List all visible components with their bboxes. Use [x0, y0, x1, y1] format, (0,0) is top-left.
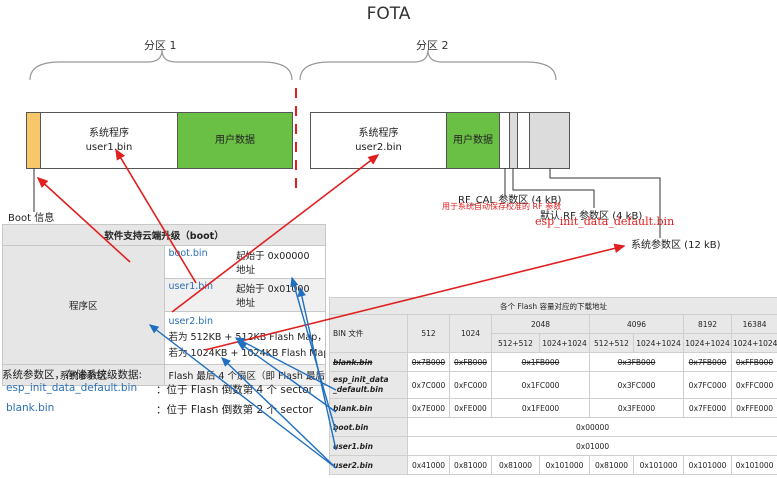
row-esp-init-name-2: _default.bin	[333, 385, 384, 394]
user2-line1: 若为 512KB + 512KB Flash Map，则起始于 0x8	[168, 332, 326, 343]
sub-2048-a: 512+512	[491, 333, 540, 353]
boot-addr: 起始于 0x00000 地址	[236, 251, 310, 276]
sub-16384: 1024+1024	[730, 333, 777, 353]
esp-init-file-desc: ：位于 Flash 倒数第 4 个 sector	[156, 384, 313, 396]
row-blank-2-name: blank.bin	[329, 398, 408, 418]
cell: 0x101000	[730, 455, 777, 475]
cell: 0x7C000	[407, 371, 450, 399]
sys-param-intro: 系统参数区，存储系统级数据:	[2, 369, 143, 381]
cell: 0x3FB000	[589, 352, 684, 372]
size-8192: 8192	[683, 314, 732, 334]
partition-1-brace	[29, 49, 293, 81]
boot-table-header: 软件支持云端升级（boot）	[2, 224, 326, 246]
system-param-label: 系统参数区 (12 kB)	[631, 240, 721, 251]
flash-table-title: 各个 Flash 容量对应的下载地址	[328, 297, 777, 315]
cell: 0x7B000	[407, 352, 450, 372]
user1-row: user1.bin 起始于 0x01000 地址	[163, 278, 326, 312]
table-row: esp_init_data _default.bin 0x7C000 0xFC0…	[329, 371, 777, 399]
cell: 0x101000	[683, 455, 732, 475]
cell: 0x101000	[539, 455, 590, 475]
boot-bin-link[interactable]: boot.bin	[168, 248, 208, 259]
cell: 0x7FE000	[683, 398, 732, 418]
size-4096: 4096	[589, 314, 684, 334]
cell: 0xFC000	[449, 371, 492, 399]
table-row: blank.bin 0x7B000 0xFB000 0x1FB000 0x3FB…	[329, 352, 777, 372]
rf-cal-label: RF_CAL 参数区 (4 kB)	[458, 195, 562, 206]
sub-8192: 1024+1024	[683, 333, 732, 353]
user2-bin-link[interactable]: user2.bin	[168, 316, 213, 327]
table-row: blank.bin 0x7E000 0xFE000 0x1FE000 0x3FE…	[329, 398, 777, 418]
flash-address-table: 各个 Flash 容量对应的下载地址 BIN 文件 512 1024 2048 …	[328, 297, 777, 475]
diagram-title: FOTA	[366, 4, 411, 24]
cell: 0xFB000	[449, 352, 492, 372]
user1-addr: 起始于 0x01000 地址	[236, 284, 310, 309]
cell: 0x101000	[633, 455, 684, 475]
table-row: user1.bin 0x01000	[329, 436, 777, 456]
row-user1-name: user1.bin	[329, 436, 408, 456]
cell: 0x3FC000	[589, 371, 684, 399]
boot-info-label: Boot 信息	[8, 213, 55, 224]
user2-line2: 若为 1024KB + 1024KB Flash Map，起始于 0x	[168, 348, 325, 359]
row-esp-init-name-1: esp_init_data	[333, 375, 389, 384]
user-data-2-label: 用户数据	[453, 134, 493, 146]
default-rf-label: 默认 RF 参数区 (4 kB)	[540, 211, 643, 222]
row-user2-name: user2.bin	[329, 455, 408, 475]
program-area-label: 程序区	[2, 245, 165, 365]
row-blank-1-name: blank.bin	[329, 352, 408, 372]
sys1-line2: user1.bin	[85, 141, 133, 153]
size-16384: 16384	[730, 314, 777, 334]
cell: 0x7FB000	[683, 352, 732, 372]
bin-file-header: BIN 文件	[329, 314, 408, 353]
cell: 0x81000	[589, 455, 634, 475]
user2-row: user2.bin 若为 512KB + 512KB Flash Map，则起始…	[163, 311, 326, 365]
rf-cal-note: 用于系统自动保存校准的 RF 参数	[442, 202, 562, 211]
boot-table: 软件支持云端升级（boot） 程序区 boot.bin 起始于 0x00000 …	[2, 224, 326, 386]
cell: 0x81000	[491, 455, 540, 475]
cell: 0x1FE000	[491, 398, 590, 418]
cell: 0x7E000	[407, 398, 450, 418]
size-512: 512	[407, 314, 450, 353]
cell: 0x81000	[449, 455, 492, 475]
blank-file[interactable]: blank.bin	[6, 402, 55, 414]
partition-2-label: 分区 2	[416, 39, 449, 52]
cell: 0xFFE000	[730, 398, 777, 418]
sub-2048-b: 1024+1024	[539, 333, 590, 353]
table-row: user2.bin 0x41000 0x81000 0x81000 0x1010…	[329, 455, 777, 475]
sys2-line1: 系统程序	[358, 127, 399, 139]
default-rf-leader	[512, 168, 595, 208]
system-param-leader	[549, 168, 661, 238]
user-data-1-label: 用户数据	[215, 134, 255, 146]
cell: 0x00000	[406, 417, 777, 437]
flash-address-table-wrap: 各个 Flash 容量对应的下载地址 BIN 文件 512 1024 2048 …	[328, 297, 777, 478]
boot-row: boot.bin 起始于 0x00000 地址	[163, 245, 326, 279]
size-1024: 1024	[449, 314, 492, 353]
user-data-2-segment: 用户数据	[446, 112, 500, 169]
sys1-line1: 系统程序	[89, 127, 129, 139]
cell: 0xFE000	[449, 398, 492, 418]
cell: 0x41000	[407, 455, 450, 475]
sub-4096-b: 1024+1024	[633, 333, 684, 353]
row-boot-name: boot.bin	[329, 417, 408, 437]
blank-file-desc: ：位于 Flash 倒数第 2 个 sector	[156, 404, 313, 416]
cell: 0x7FC000	[683, 371, 732, 399]
sys2-line2: user2.bin	[355, 141, 402, 153]
cell: 0x1FC000	[491, 371, 590, 399]
cell: 0x3FE000	[589, 398, 684, 418]
size-2048: 2048	[491, 314, 590, 334]
system-param-segment	[529, 112, 570, 169]
esp-init-file[interactable]: esp_init_data_default.bin	[6, 382, 138, 394]
cell: 0xFFC000	[730, 371, 777, 399]
user1-bin-link[interactable]: user1.bin	[168, 281, 213, 292]
table-row: boot.bin 0x00000	[329, 417, 777, 437]
cell: 0x01000	[406, 436, 777, 456]
sub-4096-a: 512+512	[589, 333, 634, 353]
cell: 0xFFB000	[730, 352, 777, 372]
partition-2-brace	[299, 49, 557, 81]
esp-init-label: esp_init_data_default.bin	[535, 215, 675, 228]
cell: 0x1FB000	[491, 352, 590, 372]
row-esp-init-name: esp_init_data _default.bin	[329, 371, 408, 399]
partition-1-label: 分区 1	[144, 39, 177, 52]
